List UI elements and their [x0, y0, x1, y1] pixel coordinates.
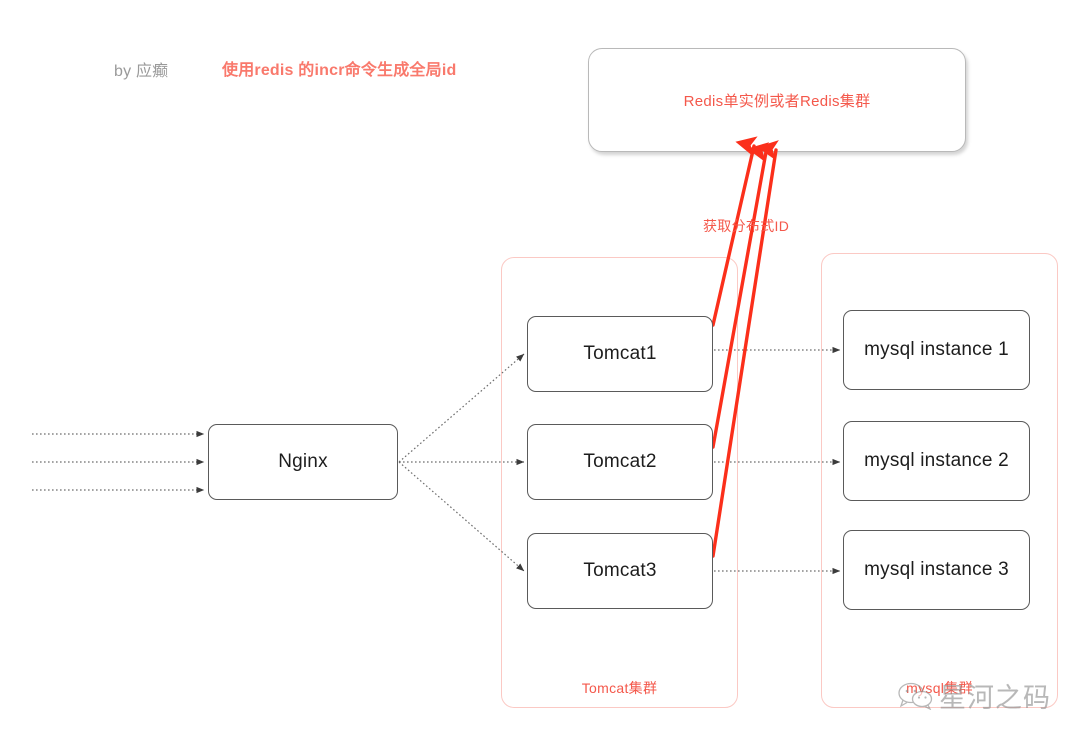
author-note: by 应癫 [114, 63, 169, 80]
redis-node-label: Redis单实例或者Redis集群 [683, 92, 871, 110]
mysql-node-1-label: mysql instance 1 [864, 339, 1009, 360]
tomcat-node-1-label: Tomcat1 [583, 343, 657, 364]
nginx-node[interactable]: Nginx [208, 424, 398, 500]
flow-label-distributed-id: 获取分布式ID [703, 218, 790, 234]
mysql-node-2[interactable]: mysql instance 2 [843, 421, 1030, 501]
nginx-node-label: Nginx [278, 451, 328, 472]
tomcat-node-1[interactable]: Tomcat1 [527, 316, 713, 392]
tomcat-cluster-label: Tomcat集群 [581, 680, 658, 696]
tomcat-node-2-label: Tomcat2 [583, 451, 657, 472]
redis-node[interactable]: Redis单实例或者Redis集群 [588, 48, 966, 152]
mysql-node-1[interactable]: mysql instance 1 [843, 310, 1030, 390]
tomcat-node-3-label: Tomcat3 [583, 560, 657, 581]
mysql-node-3[interactable]: mysql instance 3 [843, 530, 1030, 610]
title-note: 使用redis 的incr命令生成全局id [222, 62, 457, 79]
mysql-cluster-label: mysql集群 [906, 680, 973, 696]
tomcat-node-3[interactable]: Tomcat3 [527, 533, 713, 609]
tomcat-node-2[interactable]: Tomcat2 [527, 424, 713, 500]
mysql-cluster-container [821, 253, 1058, 708]
mysql-node-2-label: mysql instance 2 [864, 450, 1009, 471]
mysql-node-3-label: mysql instance 3 [864, 559, 1009, 580]
